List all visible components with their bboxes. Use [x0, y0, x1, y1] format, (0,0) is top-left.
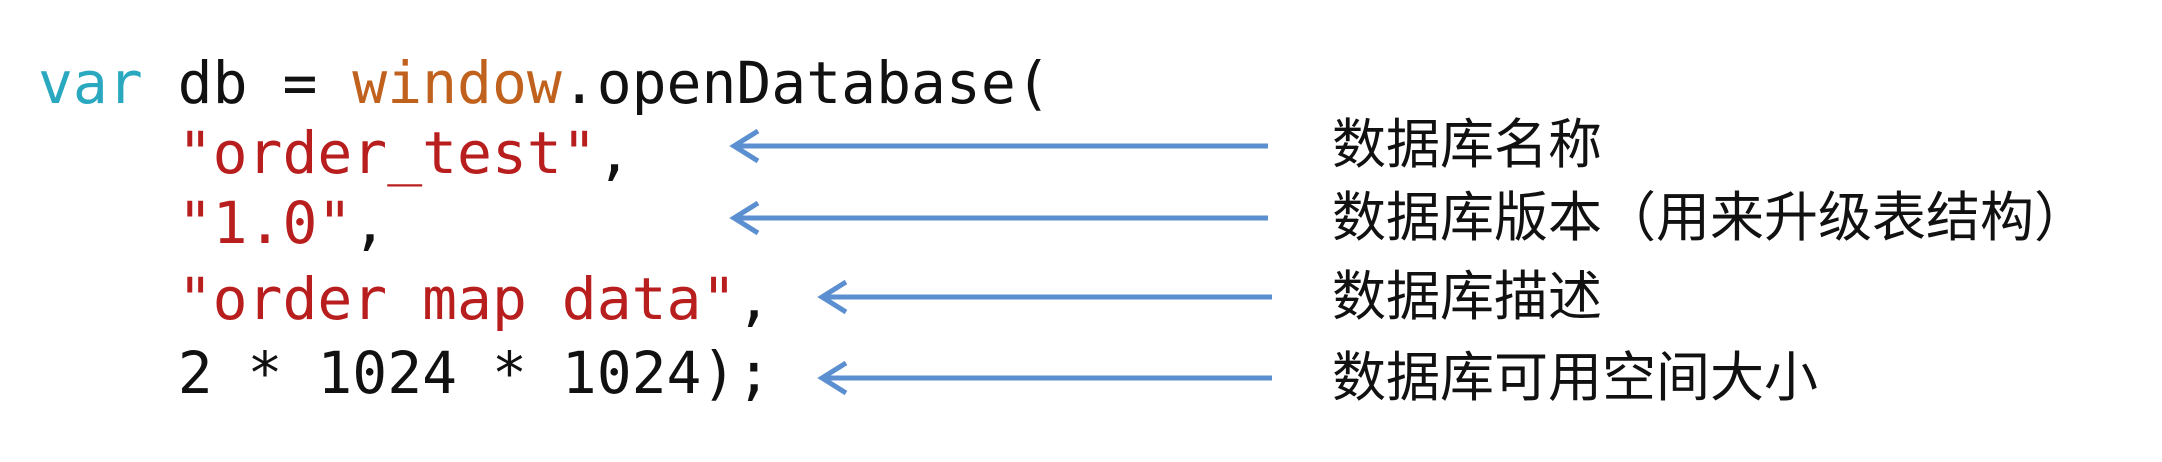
arrowhead-db-description [817, 279, 848, 315]
arrowhead-db-version [729, 200, 760, 236]
code-line-1: var db = window.openDatabase( [38, 48, 1051, 118]
code-comma: , [352, 189, 388, 257]
code-arg-db-size: 2 * 1024 * 1024); [177, 339, 772, 407]
code-comma: , [736, 265, 772, 333]
annotation-db-size: 数据库可用空间大小 [1332, 346, 1818, 409]
code-line-3: "1.0", [38, 188, 388, 258]
code-variable-assign: db = [142, 49, 353, 117]
code-line-2: "order_test", [38, 118, 632, 188]
annotation-db-description: 数据库描述 [1332, 265, 1602, 328]
code-arg-db-name: "order_test" [177, 119, 597, 187]
code-object-window: window [352, 49, 562, 117]
arrowhead-db-size [817, 360, 848, 396]
annotation-db-name: 数据库名称 [1332, 113, 1602, 176]
annotation-db-version: 数据库版本（用来升级表结构） [1332, 186, 2088, 249]
arrowhead-db-name [729, 128, 760, 164]
code-line-4: "order map data", [38, 264, 772, 334]
code-comma: , [596, 119, 632, 187]
code-method-call: .openDatabase( [561, 49, 1051, 117]
code-keyword-var: var [38, 49, 143, 117]
code-arg-db-description: "order map data" [177, 265, 737, 333]
code-arg-db-version: "1.0" [177, 189, 353, 257]
code-line-5: 2 * 1024 * 1024); [38, 338, 772, 408]
